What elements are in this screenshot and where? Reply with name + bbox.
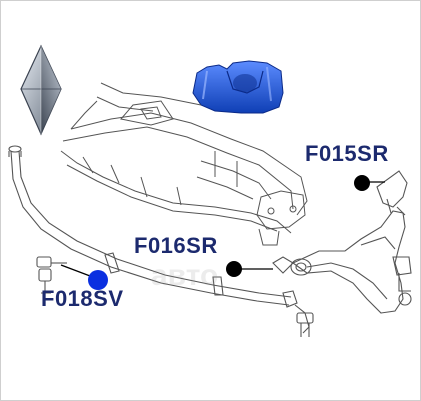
stabilizer-link-drawing (36, 256, 67, 294)
part-label-f016sr[interactable]: F016SR (134, 233, 218, 258)
stabilizer-bar-drawing (8, 145, 314, 337)
control-arm-drawing (272, 170, 412, 314)
marker-f015 (354, 175, 370, 191)
part-label-f018sv[interactable]: F018SV (41, 286, 124, 311)
marker-f016 (226, 261, 242, 277)
stabilizer-bushing-icon (192, 60, 284, 114)
subframe-drawing (60, 82, 308, 246)
diamond-logo-icon (20, 44, 62, 136)
part-label-f015sr[interactable]: F015SR (305, 141, 389, 166)
marker-f018 (88, 270, 108, 290)
watermark: авто (151, 259, 219, 292)
